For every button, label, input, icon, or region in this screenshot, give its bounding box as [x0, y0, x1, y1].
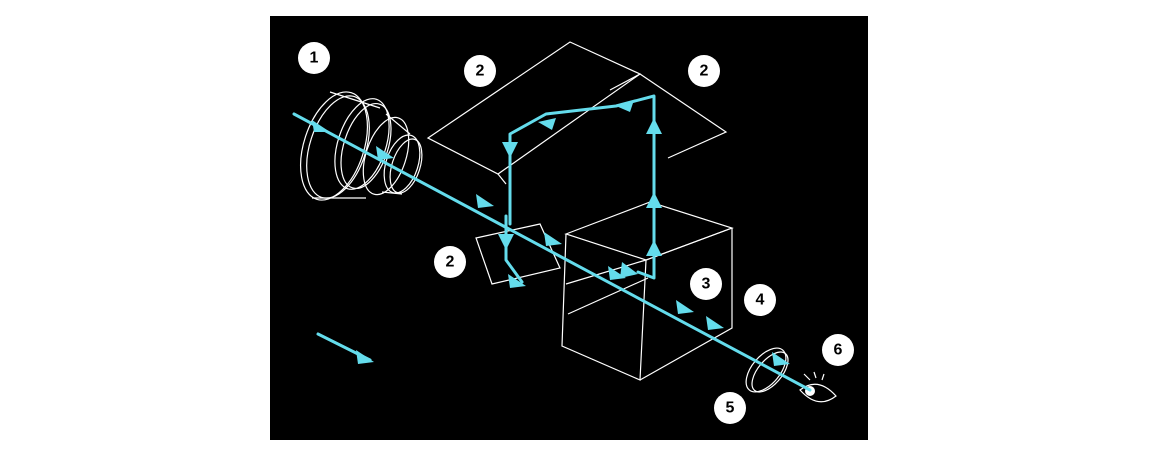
arrowhead: [538, 118, 556, 130]
svg-text:2: 2: [446, 254, 455, 271]
label-prism-top-left: 2: [464, 55, 496, 87]
svg-text:6: 6: [834, 342, 843, 359]
objective-lens-assembly: [300, 91, 423, 201]
label-objective: 1: [298, 42, 330, 74]
arrowhead: [676, 300, 694, 314]
svg-text:2: 2: [476, 63, 485, 80]
arrowhead: [646, 192, 662, 208]
label-eyepiece: 5: [714, 392, 746, 424]
arrowhead: [498, 234, 514, 250]
reticle-eyepiece-lens: [745, 347, 789, 393]
small-prism: [475, 223, 561, 285]
arrowhead: [502, 142, 518, 158]
arrowhead: [476, 194, 494, 208]
diagram-panel: 1 2 2 2 3 4 5: [270, 16, 868, 440]
arrowhead: [376, 146, 394, 160]
arrowhead: [772, 352, 790, 366]
roof-prism-upper: [426, 41, 728, 185]
arrowhead: [508, 274, 526, 288]
arrowhead: [706, 316, 724, 330]
beam-arrowheads: [312, 100, 790, 366]
svg-text:4: 4: [756, 292, 765, 309]
svg-text:5: 5: [726, 400, 735, 417]
label-prism-top-right: 2: [688, 55, 720, 87]
optical-path-diagram: 1 2 2 2 3 4 5: [292, 41, 854, 424]
svg-text:3: 3: [702, 276, 711, 293]
label-eye: 6: [822, 334, 854, 366]
arrowhead: [356, 350, 374, 364]
svg-text:2: 2: [700, 63, 709, 80]
label-beam-splitter-cube: 3: [690, 268, 722, 300]
label-reticle: 4: [744, 284, 776, 316]
arrowhead: [312, 120, 330, 132]
svg-text:1: 1: [310, 50, 319, 67]
label-prism-small: 2: [434, 246, 466, 278]
arrowhead: [544, 232, 562, 246]
beam-splitter-cube: [561, 201, 734, 381]
arrowhead: [646, 240, 662, 256]
arrowhead: [616, 100, 634, 112]
arrowhead: [620, 262, 638, 278]
arrowhead: [646, 118, 662, 134]
